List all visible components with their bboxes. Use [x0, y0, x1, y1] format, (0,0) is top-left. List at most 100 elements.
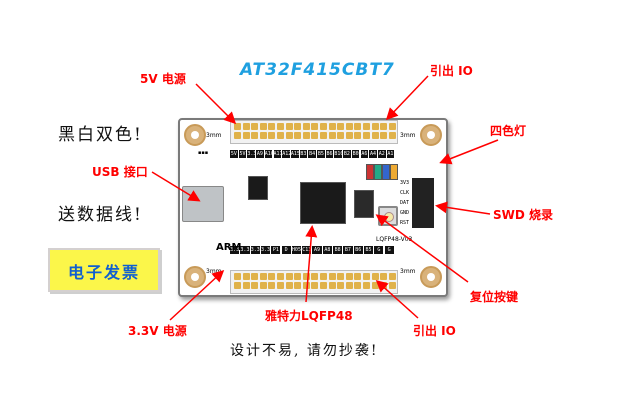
pin-label: 3.3	[260, 246, 271, 254]
header-pin	[285, 123, 293, 130]
header-pin	[328, 132, 336, 139]
header-pin	[234, 132, 241, 139]
mcu-chip	[300, 182, 346, 224]
header-pin	[277, 273, 284, 280]
corner-mark-tr: 3mm	[400, 132, 416, 139]
mount-hole-bl	[184, 266, 206, 288]
header-pin	[234, 282, 241, 289]
header-pin	[268, 273, 276, 280]
label-3v3-power: 3.3V 电源	[128, 324, 187, 338]
arrow-reset	[375, 214, 469, 283]
handwriting-line2: 送数据线!	[58, 205, 143, 225]
swd-pin-label: DAT	[400, 200, 410, 206]
header-pin	[380, 132, 388, 139]
led-green	[374, 164, 382, 180]
header-pin	[251, 273, 259, 280]
header-pin	[302, 132, 310, 139]
label-swd: SWD 烧录	[493, 208, 554, 222]
header-pin	[354, 123, 362, 130]
header-pin	[302, 273, 310, 280]
header-pin	[302, 123, 310, 130]
header-pin	[259, 123, 267, 130]
corner-mark-tl: 3mm	[206, 132, 222, 139]
arrow-usb	[151, 171, 201, 202]
silk-info: ▪▪▪	[198, 150, 209, 156]
pin-label: G	[384, 246, 394, 254]
header-pin	[363, 273, 370, 280]
label-led: 四色灯	[490, 124, 527, 138]
arm-logo: ARM	[216, 242, 242, 253]
pin-label: 3.3	[250, 246, 260, 254]
header-pin	[345, 282, 353, 289]
header-pin	[242, 282, 250, 289]
pin-label: B3	[299, 150, 308, 158]
header-pin	[294, 123, 302, 130]
header-pin	[345, 273, 353, 280]
header-pin	[363, 282, 370, 289]
header-pin	[242, 273, 250, 280]
header-pin	[354, 282, 362, 289]
header-pin	[371, 273, 379, 280]
header-pin	[388, 132, 396, 139]
pin-label: H05	[291, 246, 302, 254]
pin-label: 5V	[238, 150, 247, 158]
header-pin	[294, 273, 302, 280]
header-pin	[302, 282, 310, 289]
header-pin	[354, 273, 362, 280]
pin-label: 5V	[230, 150, 238, 158]
header-pin	[320, 123, 327, 130]
header-pin	[320, 273, 327, 280]
mount-hole-tl	[184, 124, 206, 146]
header-pin	[311, 273, 319, 280]
pin-label: B5	[363, 246, 374, 254]
invoice-badge-text: 电子发票	[67, 263, 140, 282]
header-pin	[294, 282, 302, 289]
mount-hole-tr	[420, 124, 442, 146]
swd-header	[412, 178, 434, 228]
arrow-5v	[195, 83, 237, 125]
invoice-badge: 电子发票	[48, 248, 160, 292]
mount-hole-br	[420, 266, 442, 288]
header-pin	[285, 132, 293, 139]
pin-label: B2	[343, 150, 351, 158]
pin-label: B5	[317, 150, 325, 158]
regulator-chip	[248, 176, 268, 200]
header-pin	[311, 132, 319, 139]
label-io-top: 引出 IO	[430, 64, 473, 78]
swd-pin-label: 3V3	[400, 180, 410, 186]
header-pin	[354, 132, 362, 139]
pin-label: A6	[360, 150, 369, 158]
package-label: LQFP48-V03	[376, 236, 413, 243]
header-pin	[268, 132, 276, 139]
header-pin	[328, 123, 336, 130]
pin-label: A9	[256, 150, 264, 158]
arrow-io-top	[385, 75, 429, 121]
crystal	[354, 190, 374, 218]
header-pin	[259, 132, 267, 139]
arrow-io-bottom	[375, 279, 419, 319]
pin-label: G	[374, 246, 384, 254]
chip-title: AT32F415CBT7	[240, 60, 395, 80]
header-pin	[345, 132, 353, 139]
header-pin	[311, 123, 319, 130]
header-pin	[285, 282, 293, 289]
pin-label: A4	[369, 150, 377, 158]
pin-label: A2	[377, 150, 386, 158]
led-yellow	[390, 164, 398, 180]
pin-label: A8	[322, 246, 332, 254]
swd-pin-label: RST	[400, 220, 410, 226]
pin-label: B4	[308, 150, 316, 158]
header-pin	[371, 132, 379, 139]
pin-label: A11	[273, 150, 283, 158]
swd-pin-label: GND	[400, 210, 410, 216]
header-pin	[337, 132, 345, 139]
pin-label: B7	[343, 246, 353, 254]
header-pin	[328, 282, 336, 289]
arrow-led	[439, 139, 499, 165]
header-pin	[277, 132, 284, 139]
pin-label: B8	[333, 246, 343, 254]
pin-label: A10	[264, 150, 274, 158]
pin-label: 3.3	[230, 246, 240, 254]
header-pin	[277, 123, 284, 130]
